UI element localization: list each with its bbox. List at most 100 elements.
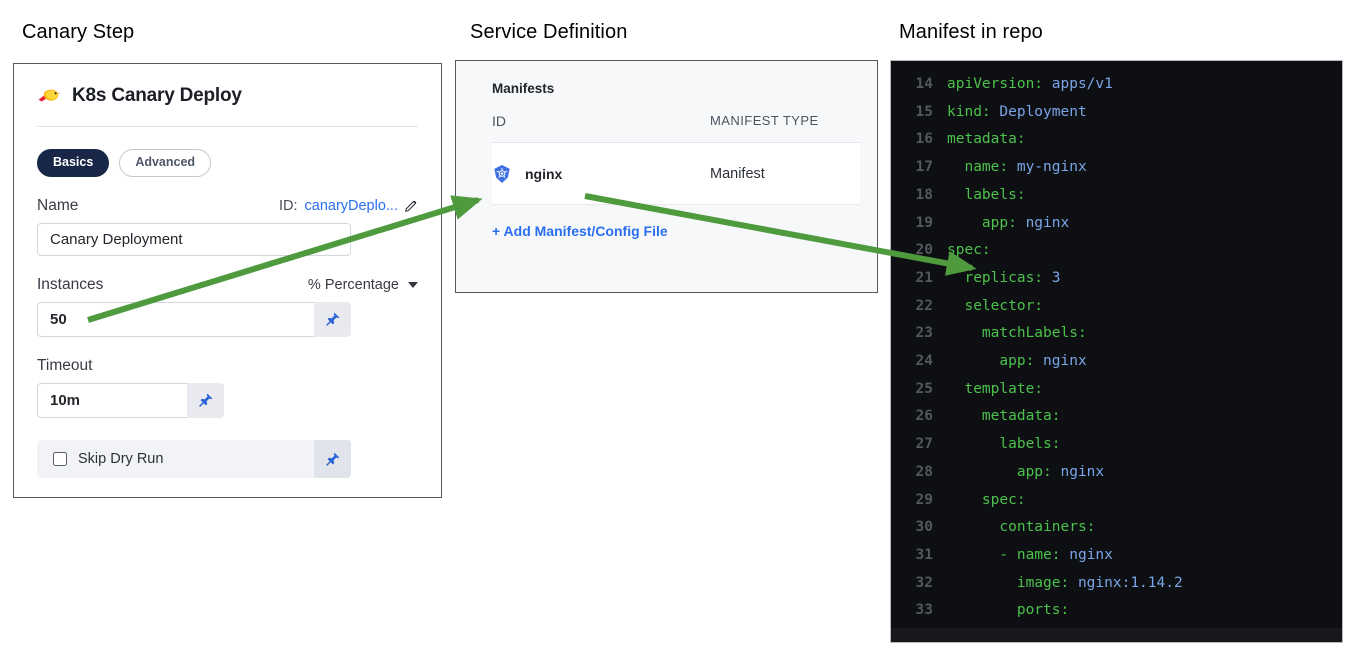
code-line-number: 22	[915, 297, 933, 314]
code-token-key: labels:	[947, 436, 1061, 453]
code-horizontal-scrollbar[interactable]	[891, 628, 1342, 642]
code-token-key: app:	[947, 353, 1035, 370]
kubernetes-icon	[494, 164, 510, 183]
code-line-number: 14	[915, 76, 933, 92]
code-line-number: 17	[915, 159, 933, 176]
pencil-icon[interactable]	[405, 199, 418, 212]
table-row[interactable]: nginx Manifest	[492, 143, 860, 205]
id-value[interactable]: canaryDeplo...	[304, 197, 399, 214]
code-line-number: 16	[915, 131, 933, 148]
manifest-id-cell: nginx	[492, 164, 710, 184]
timeout-input[interactable]: 10m	[37, 382, 187, 418]
skip-dry-run-row: Skip Dry Run	[37, 439, 351, 478]
code-line-number: 18	[915, 186, 933, 203]
code-line-content: - name: nginx	[947, 542, 1113, 570]
code-line-content: matchLabels:	[947, 320, 1087, 348]
code-line-number: 21	[915, 269, 933, 286]
code-line: 33 ports:	[891, 597, 1342, 625]
code-line-content: apiVersion: apps/v1	[947, 71, 1113, 99]
code-line-content: spec:	[947, 487, 1026, 515]
skip-dry-run-inner: Skip Dry Run	[37, 451, 314, 467]
code-line-number: 20	[915, 242, 933, 259]
instances-unit-dropdown[interactable]: % Percentage	[308, 277, 418, 293]
code-token-key: matchLabels:	[947, 325, 1087, 342]
card-title: K8s Canary Deploy	[72, 85, 242, 106]
instances-input[interactable]: 50	[37, 301, 314, 337]
manifests-section: Manifests ID MANIFEST TYPE	[456, 61, 877, 239]
step-id-group[interactable]: ID: canaryDeplo...	[279, 198, 418, 214]
manifest-type-value: Manifest	[710, 165, 765, 182]
code-token-key: app:	[947, 214, 1017, 231]
code-line: 19 app: nginx	[891, 210, 1342, 238]
code-line-content: labels:	[947, 431, 1061, 459]
name-input[interactable]: Canary Deployment	[37, 222, 351, 256]
code-line: 14 apiVersion: apps/v1	[891, 71, 1342, 99]
skip-dry-run-label: Skip Dry Run	[78, 450, 164, 467]
card-header: K8s Canary Deploy	[14, 64, 441, 107]
instances-input-group: 50	[37, 301, 418, 337]
timeout-pin-button[interactable]	[187, 382, 224, 418]
code-line-content: spec:	[947, 237, 991, 265]
code-line: 26 metadata:	[891, 403, 1342, 431]
code-line-content: app: nginx	[947, 459, 1104, 487]
code-line: 18 labels:	[891, 182, 1342, 210]
code-line: 16 metadata:	[891, 126, 1342, 154]
code-line-content: labels:	[947, 182, 1026, 210]
code-token-key: spec:	[947, 491, 1026, 508]
chevron-down-icon	[408, 281, 418, 288]
skip-dry-run-pin-button[interactable]	[314, 439, 351, 478]
code-line-number: 29	[915, 491, 933, 508]
timeout-field-label-row: Timeout	[37, 357, 418, 375]
skip-dry-run-checkbox[interactable]	[53, 451, 67, 466]
timeout-input-group: 10m	[37, 382, 224, 418]
column-header-manifest-type: MANIFEST TYPE	[710, 113, 819, 128]
code-token-value: 3	[1043, 269, 1061, 286]
code-token-key: app:	[947, 463, 1052, 480]
code-token-value: my-nginx	[1008, 159, 1087, 176]
code-token-key: labels:	[947, 186, 1026, 203]
canary-bird-icon	[38, 89, 61, 102]
instances-pin-button[interactable]	[314, 301, 351, 337]
code-line: 28 app: nginx	[891, 459, 1342, 487]
tab-advanced[interactable]: Advanced	[119, 149, 212, 177]
pushpin-icon	[198, 393, 212, 407]
manifests-table-header: ID MANIFEST TYPE	[492, 113, 860, 143]
add-manifest-link[interactable]: + Add Manifest/Config File	[492, 223, 668, 239]
code-line-number: 28	[915, 463, 933, 480]
code-line-number: 26	[915, 408, 933, 425]
code-line-number: 31	[915, 546, 933, 563]
service-definition-card: Manifests ID MANIFEST TYPE	[455, 60, 878, 293]
code-token-value: nginx:1.14.2	[1069, 574, 1183, 591]
code-token-value: nginx	[1060, 546, 1113, 563]
code-token-key: apiVersion:	[947, 76, 1044, 92]
pushpin-icon	[325, 312, 339, 326]
service-card-left-strip	[456, 61, 471, 292]
code-token-key: replicas:	[947, 269, 1044, 286]
code-line-content: replicas: 3	[947, 265, 1061, 293]
tab-basics[interactable]: Basics	[37, 149, 110, 177]
code-token-value: nginx	[1051, 463, 1105, 480]
code-line-content: kind: Deployment	[947, 99, 1087, 127]
code-line: 24 app: nginx	[891, 348, 1342, 376]
code-token-key: metadata:	[947, 131, 1026, 148]
manifests-title: Manifests	[492, 81, 555, 96]
code-token-key: - name:	[947, 546, 1061, 563]
name-field-label-row: Name ID: canaryDeplo...	[37, 197, 418, 215]
code-token-key: metadata:	[947, 408, 1061, 425]
code-line-number: 32	[915, 574, 933, 591]
column-header-id: ID	[492, 113, 506, 129]
code-line: 20 spec:	[891, 237, 1342, 265]
code-token-value: nginx	[1016, 214, 1070, 231]
code-line-content: image: nginx:1.14.2	[947, 570, 1183, 598]
instances-field-label-row: Instances % Percentage	[37, 276, 418, 294]
code-line-content: name: my-nginx	[947, 154, 1087, 182]
canary-step-card: K8s Canary Deploy Basics Advanced Name I…	[13, 63, 442, 498]
code-line: 27 labels:	[891, 431, 1342, 459]
code-token-key: selector:	[947, 297, 1044, 314]
code-line-content: template:	[947, 376, 1043, 404]
code-line: 21 replicas: 3	[891, 265, 1342, 293]
code-line-number: 19	[915, 214, 933, 231]
code-token-key: template:	[947, 380, 1044, 397]
